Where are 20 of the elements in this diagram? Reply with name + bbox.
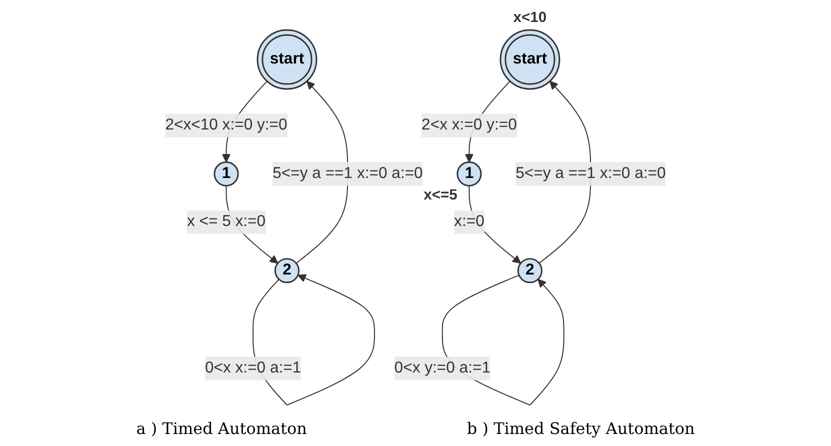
edge-label: 0<x y:=0 a:=1	[394, 360, 490, 376]
guard-text: x<10	[513, 10, 547, 26]
edge-label: 5<=y a ==1 x:=0 a:=0	[272, 165, 423, 182]
node-circle: start	[256, 29, 318, 90]
node-circle: start	[500, 29, 560, 90]
arrow	[296, 80, 348, 264]
subfigure-caption: b ) Timed Safety Automaton	[466, 419, 695, 438]
edge-label: 2<x x:=0 y:=0	[422, 116, 517, 134]
guard-text: x<=5	[424, 188, 458, 204]
node-circle: 1	[214, 161, 239, 186]
subfigure-caption: a ) Timed Automaton	[136, 419, 307, 438]
node-circle: 2	[517, 258, 542, 284]
edge-label: x:=0	[454, 213, 484, 230]
node-circle: 1	[456, 161, 482, 186]
arrow	[538, 80, 592, 264]
edge-label: x <= 5 x:=0	[186, 213, 266, 230]
node-circle: 2	[274, 258, 300, 284]
edge-label: 5<=y a ==1 x:=0 a:=0	[516, 165, 666, 182]
edge-label: 0<x x:=0 a:=1	[204, 360, 302, 376]
edge-label: 2<x<10 x:=0 y:=0	[165, 116, 288, 134]
